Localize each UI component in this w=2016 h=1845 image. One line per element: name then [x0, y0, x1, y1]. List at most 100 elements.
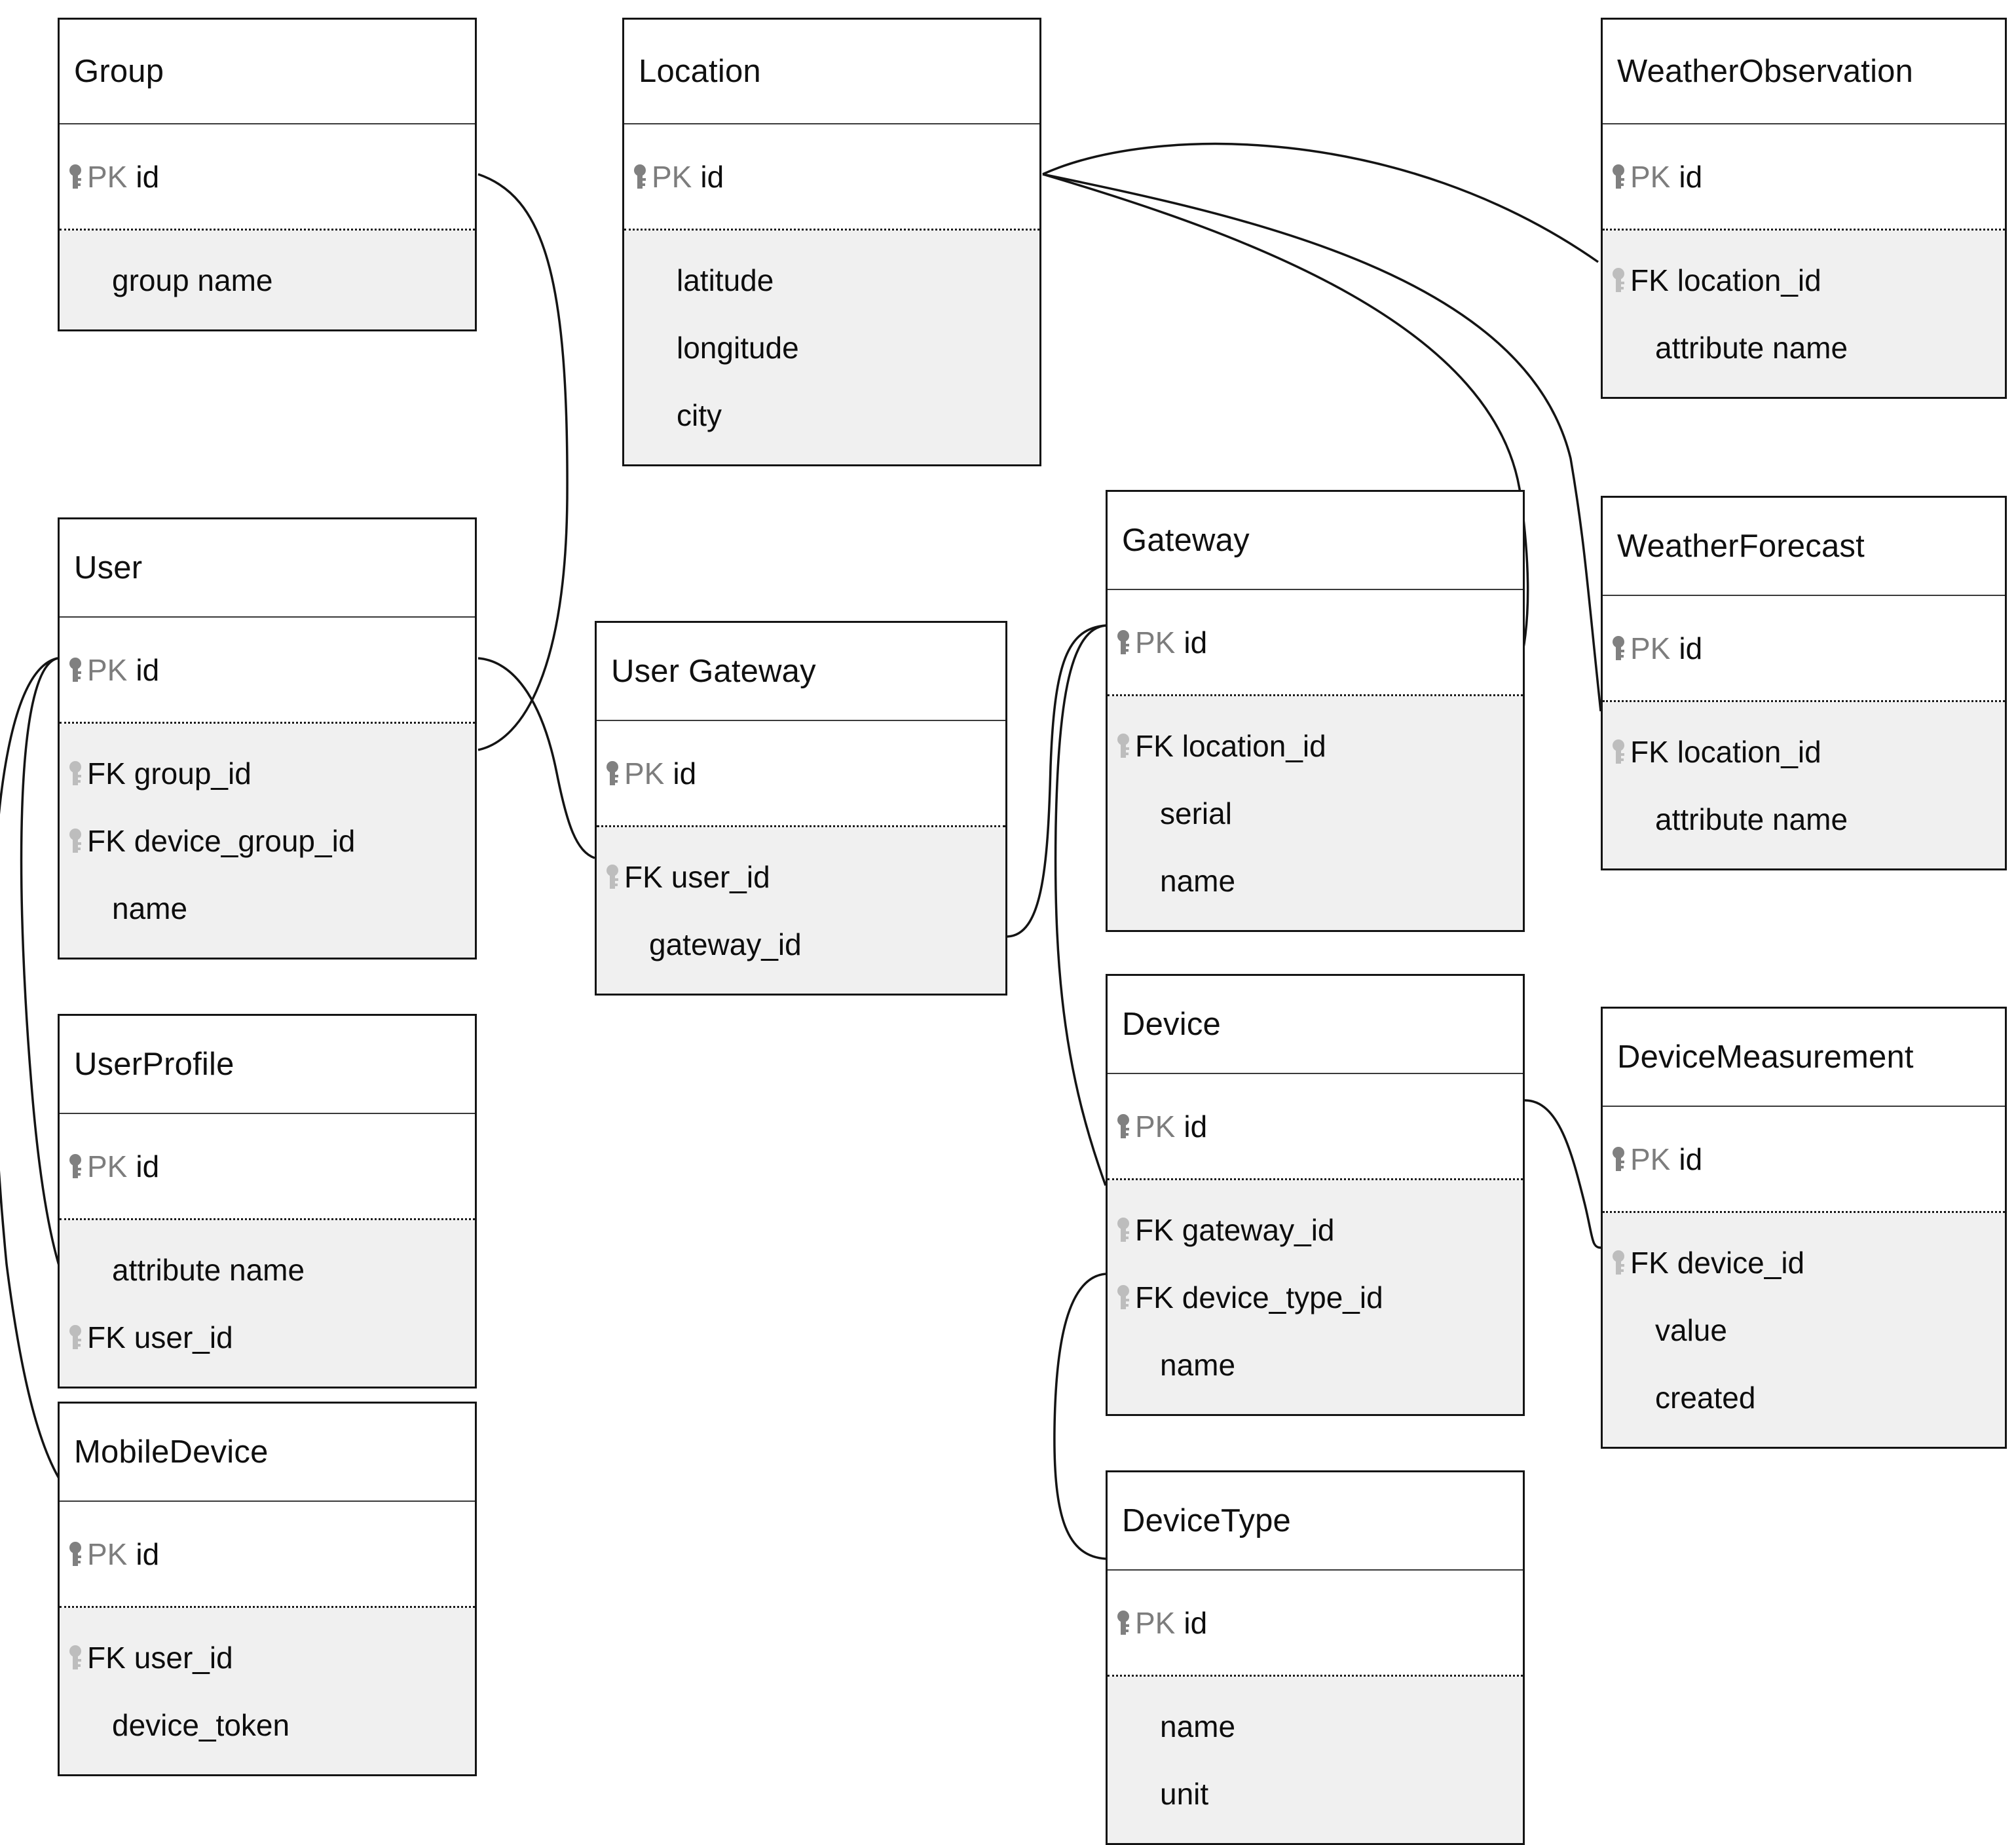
- foreign-key-icon: [66, 826, 86, 856]
- field-name: device_type_id: [1182, 1280, 1383, 1314]
- field-name: latitude: [677, 263, 774, 297]
- field-name: name: [1160, 1347, 1236, 1382]
- attribute-row: attribute name: [1603, 314, 2005, 381]
- field-name: name: [1160, 863, 1236, 898]
- field-name: id: [1184, 625, 1208, 660]
- field-name: location_id: [1677, 734, 1821, 769]
- attribute-row: attribute name: [1603, 785, 2005, 853]
- key-badge-label: PK: [87, 1537, 128, 1571]
- field-name: longitude: [677, 330, 799, 365]
- relationship-location-weatherobservation: [1042, 142, 1599, 263]
- attribute-row: city: [624, 381, 1039, 449]
- primary-key-icon: [1114, 1608, 1134, 1638]
- entity-title: Gateway: [1108, 492, 1523, 590]
- relationship-usergateway-gateway: [1007, 624, 1106, 938]
- field-name: name: [1160, 1709, 1236, 1743]
- key-badge-label: PK: [652, 159, 692, 194]
- field-name: user_id: [134, 1320, 233, 1354]
- attribute-row: created: [1603, 1364, 2005, 1431]
- attribute-row: name: [1108, 1692, 1523, 1760]
- relationship-user-usergateway: [477, 657, 595, 859]
- field-name: id: [1184, 1109, 1208, 1144]
- key-badge-label: PK: [87, 1149, 128, 1183]
- key-badge-label: FK: [87, 823, 126, 858]
- field-name: location_id: [1182, 728, 1326, 763]
- attribute-row: unit: [1108, 1760, 1523, 1827]
- foreign-key-icon: [603, 862, 623, 892]
- field-name: city: [677, 398, 722, 432]
- key-badge-label: FK: [87, 1640, 126, 1675]
- field-name: id: [136, 652, 160, 687]
- key-badge-label: PK: [1135, 1109, 1176, 1144]
- relationship-device-devicemeasurement: [1524, 1099, 1601, 1249]
- field-name: created: [1655, 1380, 1756, 1415]
- attribute-row: name: [1108, 1331, 1523, 1398]
- attribute-row: attribute name: [60, 1236, 475, 1303]
- foreign-key-icon: [1114, 1215, 1134, 1245]
- field-name: device_id: [1677, 1245, 1805, 1280]
- foreign-key-icon: [1609, 1248, 1629, 1278]
- entity-title: UserProfile: [60, 1016, 475, 1114]
- field-name: id: [136, 159, 160, 194]
- field-name: unit: [1160, 1776, 1209, 1811]
- key-badge-label: PK: [1630, 159, 1671, 194]
- field-name: location_id: [1677, 263, 1821, 297]
- attribute-row: serial: [1108, 779, 1523, 847]
- relationship-group-user: [477, 173, 569, 751]
- primary-key-icon: [1609, 633, 1629, 663]
- field-name: attribute name: [1655, 802, 1848, 836]
- key-badge-label: PK: [87, 652, 128, 687]
- attributes-section: latitude longitude city: [624, 231, 1039, 464]
- entity-title: Location: [624, 20, 1039, 124]
- foreign-key-icon: [1609, 265, 1629, 295]
- field-name: device_group_id: [134, 823, 356, 858]
- field-name: gateway_id: [1182, 1212, 1335, 1247]
- field-name: id: [1679, 631, 1703, 665]
- field-name: gateway_id: [649, 927, 802, 961]
- key-badge-label: FK: [624, 859, 663, 894]
- foreign-key-icon: [1609, 737, 1629, 767]
- field-name: id: [673, 756, 697, 791]
- primary-key-icon: [1609, 162, 1629, 192]
- key-badge-label: FK: [1135, 1212, 1174, 1247]
- field-name: name: [112, 891, 188, 925]
